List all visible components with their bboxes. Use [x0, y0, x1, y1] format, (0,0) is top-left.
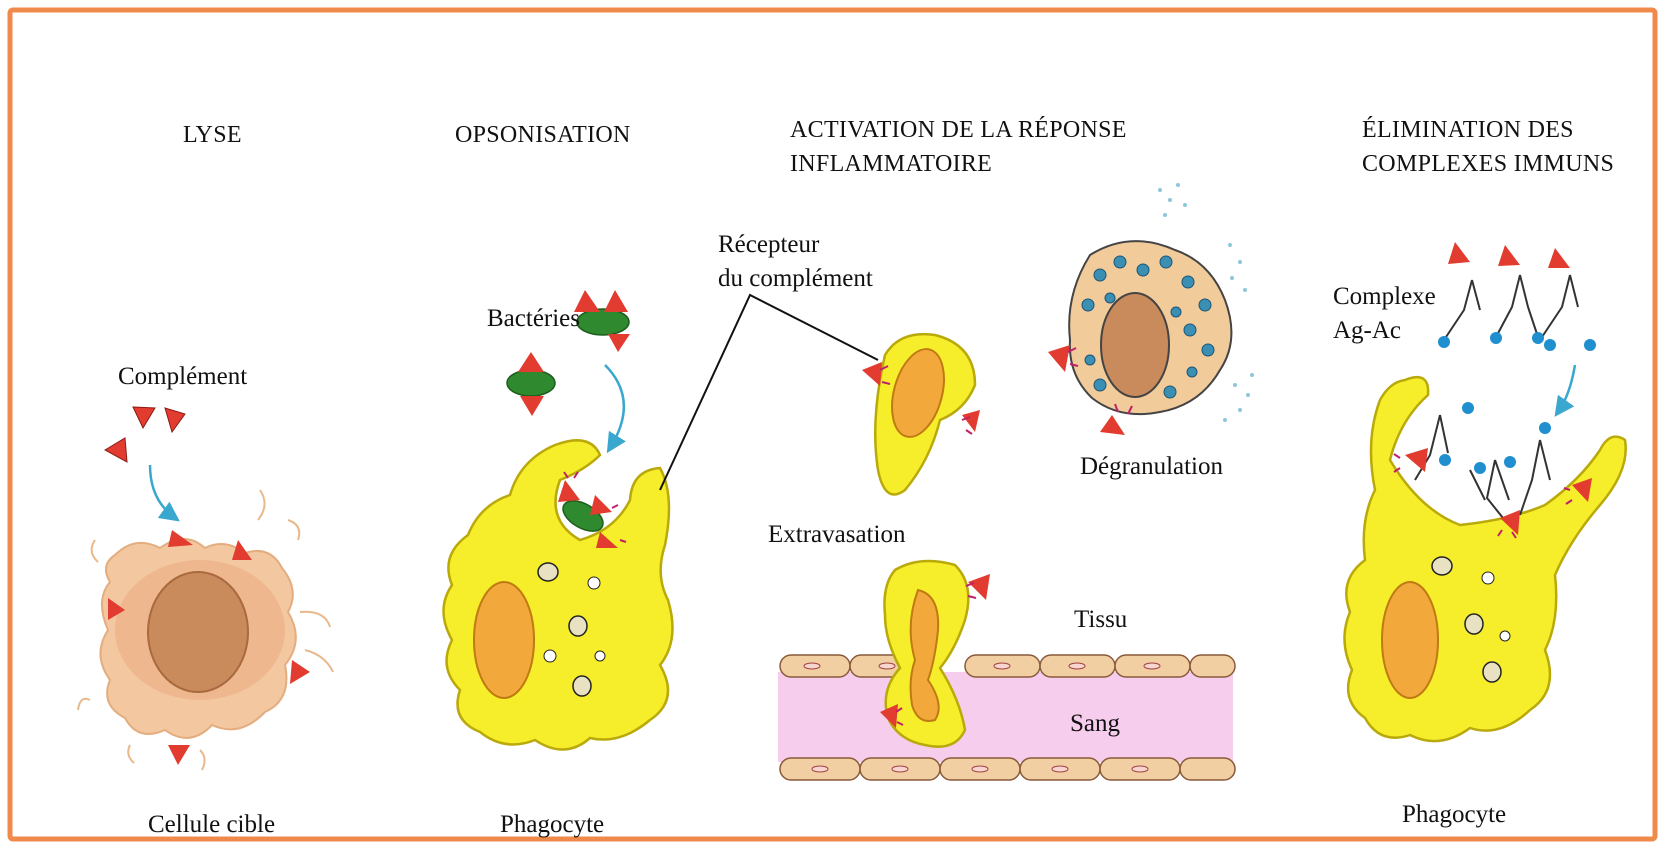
panel-opsonization	[444, 290, 673, 750]
heading-opsonization: OPSONISATION	[455, 118, 631, 152]
vesicle-icon	[1432, 557, 1452, 575]
panel-lysis	[78, 407, 333, 770]
extravasating-nucleus	[911, 590, 939, 721]
flow-arrow-icon	[150, 465, 175, 518]
complement-icon	[1100, 415, 1125, 435]
label-immune-complex: Complexe Ag-Ac	[1333, 280, 1436, 348]
complement-icon	[168, 745, 190, 765]
mast-cell-nucleus	[1101, 293, 1169, 397]
label-bacteria: Bactéries	[487, 302, 580, 336]
label-target-cell: Cellule cible	[148, 808, 275, 842]
complement-icon	[604, 290, 628, 312]
flow-arrow-icon	[605, 365, 624, 448]
target-cell-nucleus	[148, 572, 248, 692]
label-degranulation: Dégranulation	[1080, 450, 1223, 484]
vesicle-icon	[1483, 662, 1501, 682]
blood-vessel-lumen	[778, 672, 1233, 762]
complement-icon	[1548, 248, 1570, 268]
bacterium-icon	[577, 309, 629, 335]
granule-icon	[595, 651, 605, 661]
granule-icon	[588, 577, 600, 589]
label-complement: Complément	[118, 360, 247, 394]
phagocyte-nucleus	[474, 582, 534, 698]
complement-icon	[232, 540, 252, 560]
vesicle-icon	[538, 563, 558, 581]
complement-icon	[105, 438, 127, 462]
endothelium-bottom	[780, 758, 1235, 780]
granule-icon	[1500, 631, 1510, 641]
flow-arrow-icon	[1558, 365, 1575, 412]
heading-inflammation: ACTIVATION DE LA RÉPONSE INFLAMMATOIRE	[790, 113, 1127, 181]
complement-icon	[520, 396, 544, 416]
label-phagocyte-1: Phagocyte	[500, 808, 604, 842]
heading-lysis: LYSE	[183, 118, 242, 152]
complement-icon	[1405, 448, 1428, 472]
complement-icon	[518, 352, 544, 372]
label-complement-receptor: Récepteur du complément	[718, 228, 873, 296]
complement-icon	[962, 410, 980, 432]
complement-icon	[290, 660, 310, 684]
label-blood: Sang	[1070, 707, 1120, 741]
complement-icon	[608, 334, 630, 352]
complement-icon	[1448, 242, 1470, 264]
bacterium-icon	[507, 370, 555, 396]
complement-icon	[1498, 245, 1520, 266]
complement-icon	[558, 480, 580, 502]
granule-icon	[544, 650, 556, 662]
phagocyte-nucleus	[1382, 582, 1438, 698]
label-phagocyte-2: Phagocyte	[1402, 798, 1506, 832]
vesicle-icon	[573, 676, 591, 696]
complement-icon	[1048, 345, 1070, 372]
receptor-pointer-line	[660, 295, 878, 490]
complement-icon	[168, 530, 193, 547]
complement-icon	[133, 407, 155, 428]
complement-icon	[590, 495, 612, 515]
heading-elimination: ÉLIMINATION DES COMPLEXES IMMUNS	[1362, 113, 1614, 181]
granule-icon	[1482, 572, 1494, 584]
phagocyte-cell	[1344, 377, 1625, 741]
immune-complex-top	[1438, 242, 1596, 351]
complement-icon	[862, 362, 882, 386]
complement-icon	[165, 408, 185, 432]
label-extravasation: Extravasation	[768, 518, 905, 552]
vesicle-icon	[1465, 614, 1483, 634]
vesicle-icon	[569, 616, 587, 636]
label-tissue: Tissu	[1074, 603, 1127, 637]
phagocyte-cell	[444, 440, 673, 749]
